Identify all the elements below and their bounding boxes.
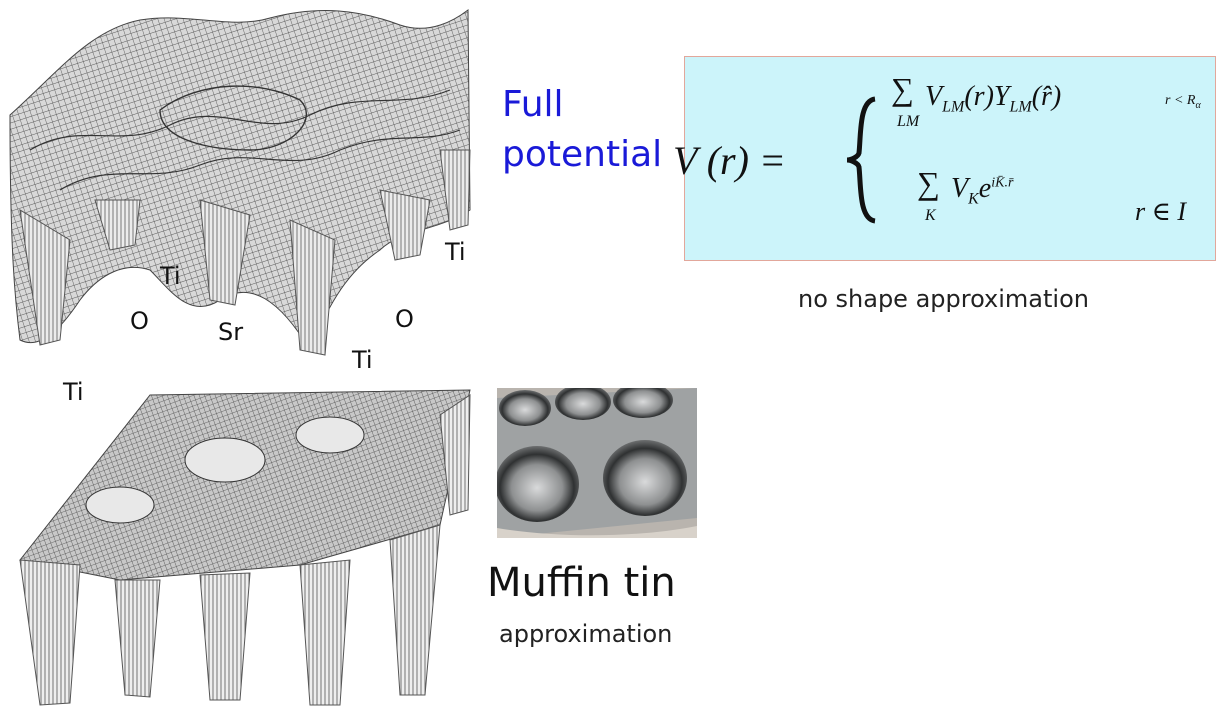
atom-label-ti: Ti	[160, 262, 181, 290]
atom-label-o: O	[130, 307, 149, 335]
term-v: V	[925, 81, 943, 112]
sum-subscript-lm: LM	[897, 113, 920, 130]
muffin-tin-photo	[497, 388, 697, 538]
case2-term: VKeiK̄.r̄	[951, 173, 1014, 208]
term-end: (r̂)	[1031, 81, 1062, 112]
full-potential-equation: V (r) = ∑ LM VLM(r)YLM(r̂) r < Rα ∑ K VK…	[673, 56, 1216, 261]
full-potential-surface	[9, 8, 471, 356]
term-y-sub: LM	[1009, 98, 1032, 116]
full-potential-line2: potential	[502, 134, 663, 175]
sum-symbol: ∑	[917, 165, 940, 201]
case1-condition: r < Rα	[1165, 93, 1201, 111]
atom-label-ti: Ti	[63, 378, 84, 406]
equation-brace	[846, 96, 876, 224]
atom-label-sr: Sr	[218, 318, 244, 346]
term-mid: (r)Y	[964, 81, 1010, 112]
atom-label-ti: Ti	[445, 238, 466, 266]
muffin-tin-title: Muffin tin	[487, 560, 676, 606]
full-potential-heading: Full potential	[502, 80, 662, 180]
muffin-tin-surface	[19, 389, 471, 706]
equation-lhs: V (r) =	[673, 138, 786, 183]
case1-term: VLM(r)YLM(r̂)	[925, 81, 1061, 117]
sum-subscript-k: K	[925, 207, 936, 224]
muffin-tin-subtitle: approximation	[499, 620, 673, 648]
term-v-sub: LM	[942, 98, 965, 116]
atom-label-o: O	[395, 305, 414, 333]
atom-label-ti: Ti	[352, 346, 373, 374]
sum-symbol: ∑	[891, 71, 914, 107]
full-potential-line1: Full	[502, 84, 564, 125]
case2-condition: r ∈ I	[1135, 197, 1187, 226]
no-shape-caption: no shape approximation	[798, 285, 1089, 313]
